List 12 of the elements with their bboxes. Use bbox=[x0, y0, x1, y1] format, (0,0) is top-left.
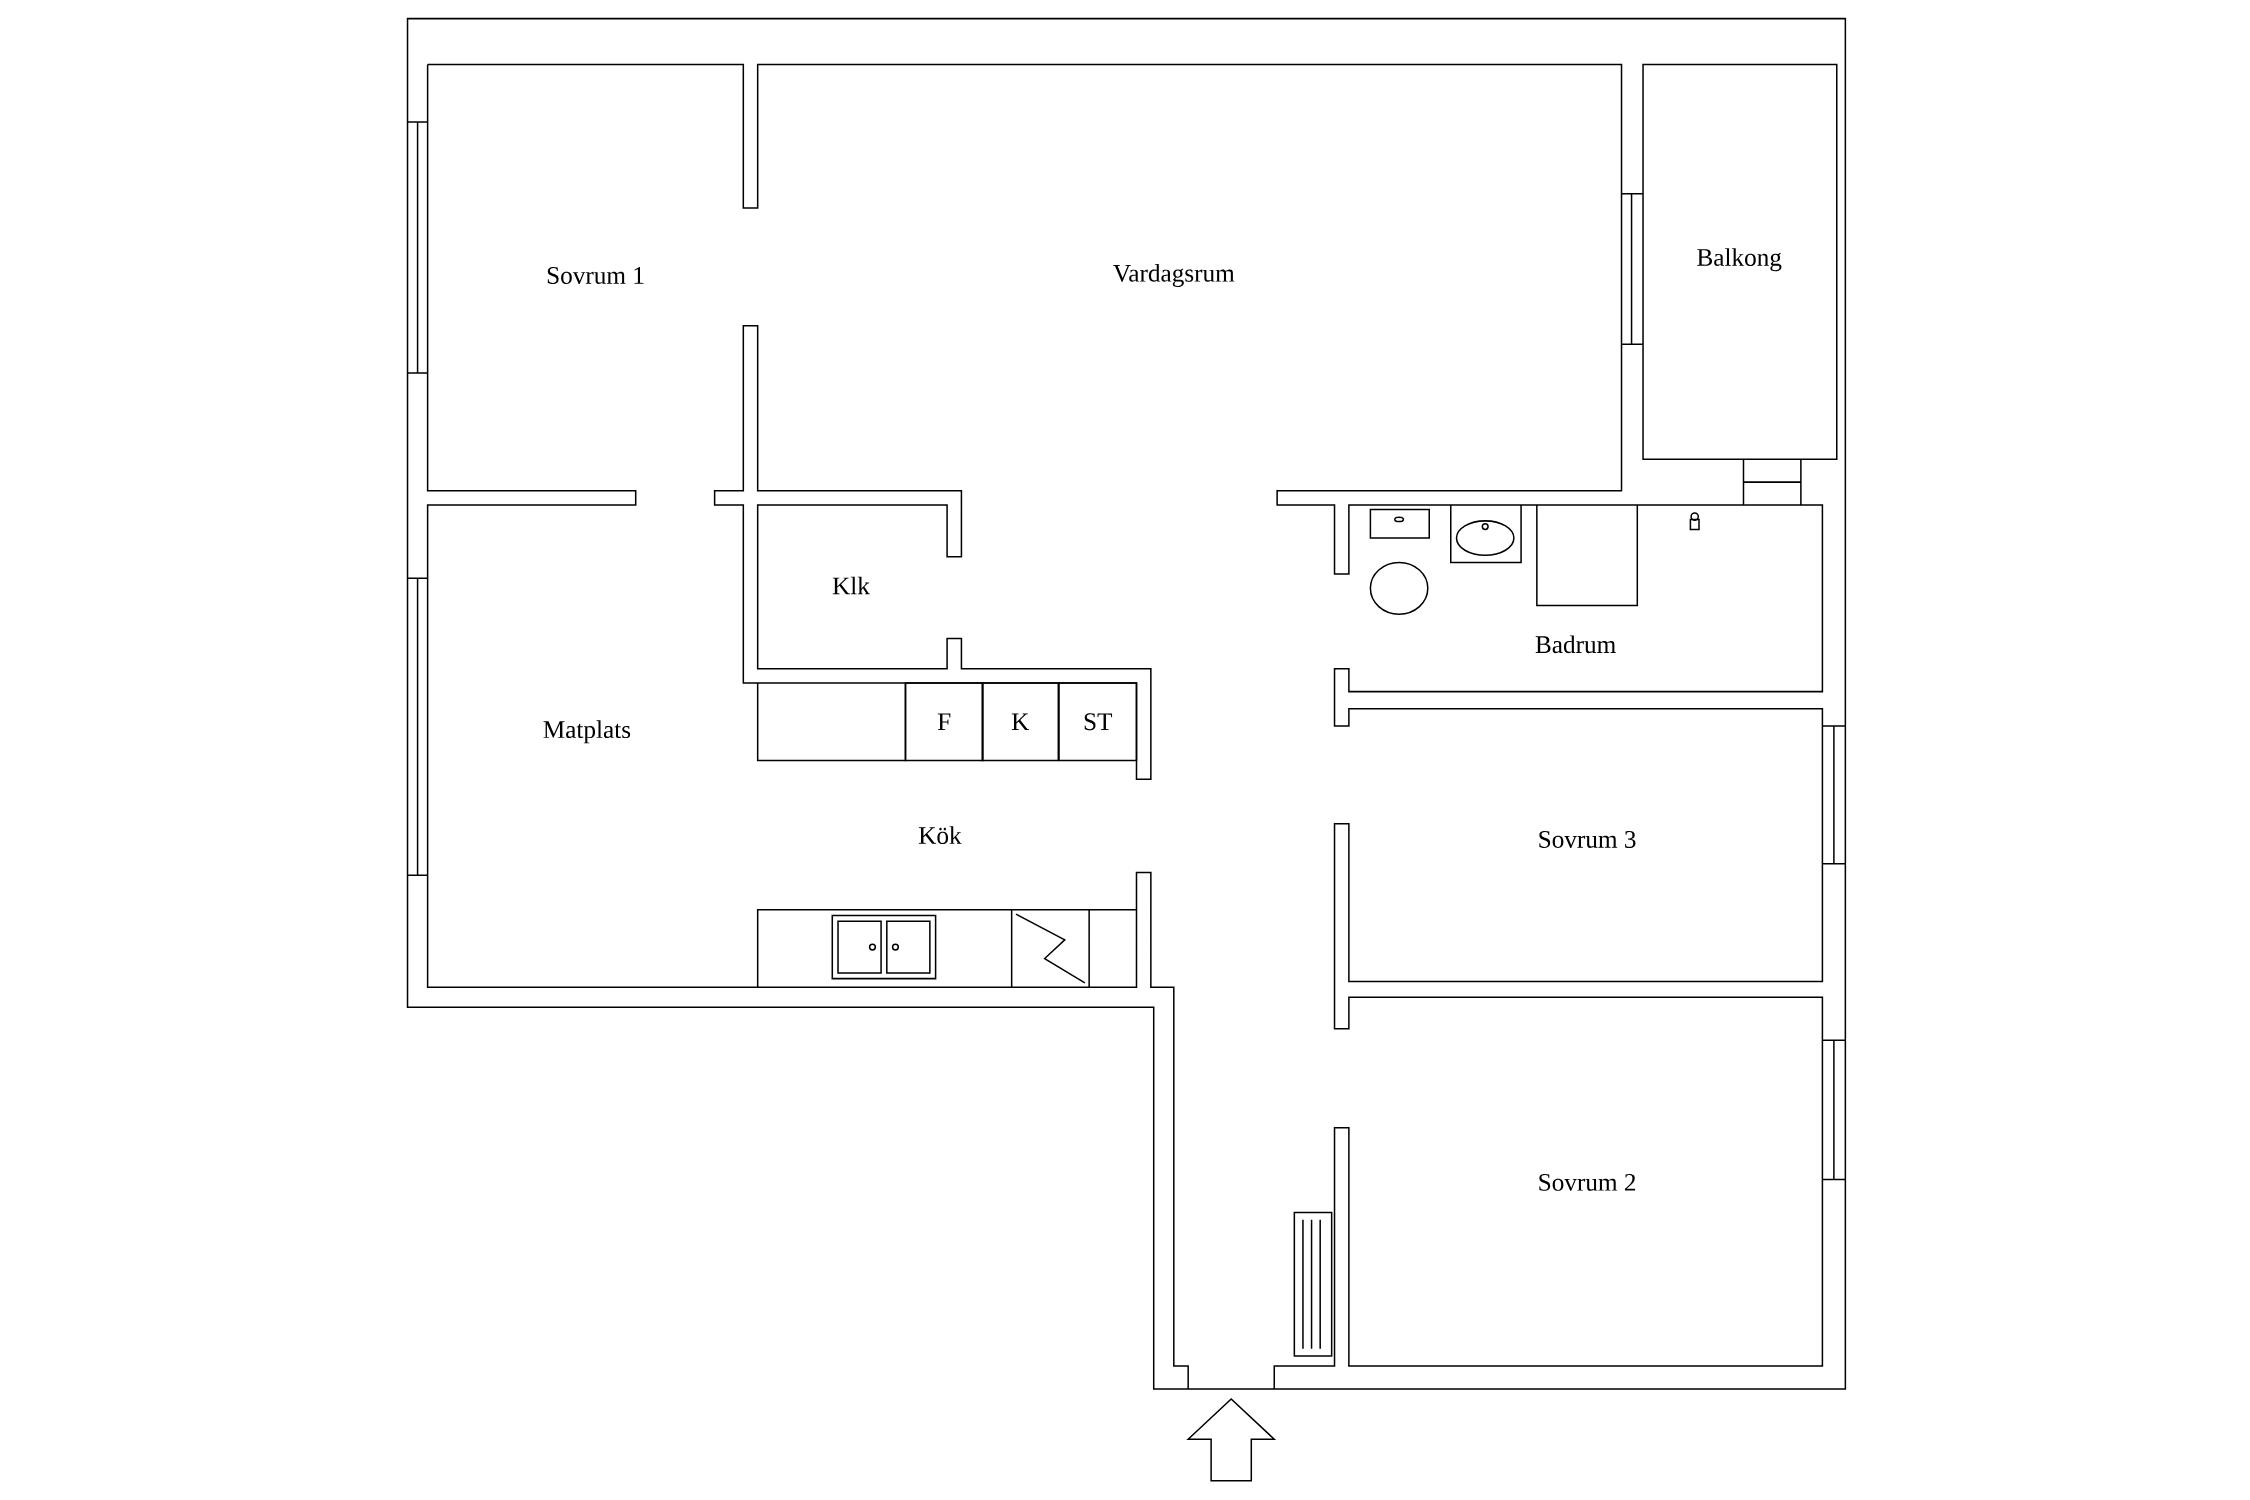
room-label: Sovrum 1 bbox=[547, 267, 644, 285]
room-label: Klk bbox=[832, 576, 870, 595]
room-label: Sovrum 3 bbox=[1539, 831, 1636, 849]
room-label: Vardagsrum bbox=[1113, 264, 1235, 288]
room-label: Kök bbox=[918, 826, 962, 845]
room-label: Badrum bbox=[1535, 635, 1616, 654]
cabinet-box: K bbox=[981, 682, 1060, 762]
room-label: Sovrum 2 bbox=[1539, 1174, 1636, 1192]
cabinet-box: F bbox=[904, 682, 984, 762]
room-label: Balkong bbox=[1697, 248, 1782, 272]
room-label: Matplats bbox=[543, 720, 631, 744]
cabinet-box: ST bbox=[1058, 682, 1138, 762]
